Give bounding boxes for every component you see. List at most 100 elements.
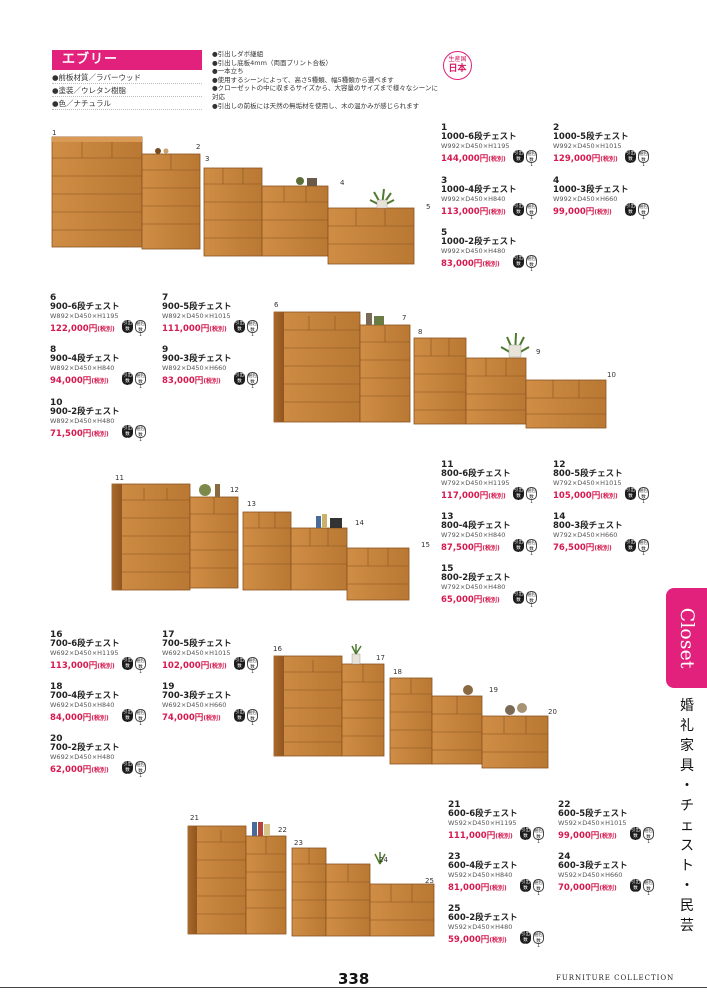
origin-country: 日本 bbox=[448, 64, 467, 74]
chest-photo-900-3 bbox=[465, 332, 530, 425]
feature-item: ●一本立ち bbox=[212, 67, 244, 76]
product-name: 800-4段チェスト bbox=[441, 521, 511, 531]
series-title: エブリー bbox=[52, 50, 202, 70]
chest-photo-700-4 bbox=[389, 677, 433, 765]
product-price: 99,000円(税別) bbox=[558, 831, 617, 841]
product-dimensions: W792×D450×H1195 bbox=[441, 479, 510, 487]
chest-photo-600-2 bbox=[369, 883, 435, 937]
product-8: 8 900-4段チェスト W892×D450×H840 94,000円(税別) … bbox=[50, 345, 162, 390]
photo-label-20: 20 bbox=[548, 708, 557, 716]
chest-photo-1000-3 bbox=[261, 177, 329, 257]
photo-label-21: 21 bbox=[190, 814, 199, 822]
product-dimensions: W792×D450×H1015 bbox=[553, 479, 622, 487]
product-price: 70,000円(税別) bbox=[558, 883, 617, 893]
product-7: 7 900-5段チェスト W892×D450×H1015 111,000円(税別… bbox=[162, 293, 274, 339]
product-number: 8 bbox=[50, 345, 57, 355]
product-price: 122,000円(税別) bbox=[50, 324, 115, 334]
product-number: 11 bbox=[441, 460, 454, 470]
product-1: 1 1000-6段チェスト W992×D450×H1195 144,000円(税… bbox=[441, 123, 553, 168]
product-price: 62,000円(税別) bbox=[50, 765, 109, 775]
photo-label-16: 16 bbox=[273, 645, 282, 653]
product-number: 5 bbox=[441, 228, 448, 238]
product-price: 59,000円(税別) bbox=[448, 935, 507, 945]
product-15: 15 800-2段チェスト W792×D450×H480 65,000円(税別)… bbox=[441, 564, 553, 609]
product-number: 3 bbox=[441, 176, 448, 186]
photo-label-4: 4 bbox=[340, 179, 345, 187]
chest-photo-800-5 bbox=[189, 484, 239, 589]
product-10: 10 900-2段チェスト W892×D450×H480 71,500円(税別)… bbox=[50, 398, 162, 444]
closet-tab[interactable]: Closet bbox=[666, 588, 707, 688]
product-dimensions: W792×D450×H480 bbox=[441, 583, 506, 591]
product-number: 10 bbox=[50, 398, 63, 408]
product-price: 99,000円(税別) bbox=[553, 207, 612, 217]
product-name: 900-3段チェスト bbox=[162, 354, 232, 364]
photo-label-22: 22 bbox=[278, 826, 287, 834]
product-2: 2 1000-5段チェスト W992×D450×H1015 129,000円(税… bbox=[553, 123, 665, 168]
product-dimensions: W892×D450×H1015 bbox=[162, 312, 231, 320]
product-number: 9 bbox=[162, 345, 169, 355]
footer-brand: FURNITURE COLLECTION bbox=[556, 974, 675, 982]
product-number: 23 bbox=[448, 852, 461, 862]
photo-label-11: 11 bbox=[115, 474, 124, 482]
product-dimensions: W592×D450×H1015 bbox=[558, 819, 627, 827]
chest-photo-800-2 bbox=[346, 547, 410, 601]
photo-label-15: 15 bbox=[421, 541, 430, 549]
photo-label-3: 3 bbox=[205, 155, 210, 163]
product-dimensions: W692×D450×H1195 bbox=[50, 649, 119, 657]
photo-label-24: 24 bbox=[379, 856, 388, 864]
product-number: 6 bbox=[50, 293, 57, 303]
feature-list: ●引出しダボ継組 ●引出し底板4mm（両面プリント合板） ●一本立ち ●使用する… bbox=[212, 50, 442, 110]
photo-label-13: 13 bbox=[247, 500, 256, 508]
chest-photo-800-4 bbox=[242, 511, 292, 591]
chest-photo-600-3 bbox=[325, 852, 386, 937]
photo-label-7: 7 bbox=[402, 314, 407, 322]
photo-label-12: 12 bbox=[230, 486, 239, 494]
photo-label-1: 1 bbox=[52, 129, 57, 137]
product-dimensions: W892×D450×H480 bbox=[50, 417, 115, 425]
page-number: 338 bbox=[338, 970, 370, 988]
product-dimensions: W592×D450×H840 bbox=[448, 871, 513, 879]
product-name: 700-5段チェスト bbox=[162, 639, 232, 649]
product-dimensions: W992×D450×H660 bbox=[553, 195, 618, 203]
product-name: 600-3段チェスト bbox=[558, 861, 628, 871]
photo-label-14: 14 bbox=[355, 519, 364, 527]
chest-photo-900-2 bbox=[525, 379, 607, 429]
product-dimensions: W692×D450×H840 bbox=[50, 701, 115, 709]
photo-label-6: 6 bbox=[274, 301, 279, 309]
feature-item: ●引出しダボ継組 bbox=[212, 50, 264, 58]
product-dimensions: W992×D450×H1015 bbox=[553, 142, 622, 150]
photo-label-8: 8 bbox=[418, 328, 423, 336]
product-price: 83,000円(税別) bbox=[162, 376, 221, 386]
product-dimensions: W792×D450×H660 bbox=[553, 531, 618, 539]
product-number: 14 bbox=[553, 512, 566, 522]
product-9: 9 900-3段チェスト W892×D450×H660 83,000円(税別) … bbox=[162, 345, 274, 391]
product-dimensions: W692×D450×H480 bbox=[50, 753, 115, 761]
product-21: 21 600-6段チェスト W592×D450×H1195 111,000円(税… bbox=[448, 800, 560, 845]
chest-photo-1000-2 bbox=[327, 188, 415, 265]
product-name: 1000-6段チェスト bbox=[441, 132, 517, 142]
product-dimensions: W992×D450×H840 bbox=[441, 195, 506, 203]
photo-label-2: 2 bbox=[196, 143, 201, 151]
product-16: 16 700-6段チェスト W692×D450×H1195 113,000円(税… bbox=[50, 630, 162, 675]
origin-label: 生産国 bbox=[448, 56, 467, 63]
product-name: 900-2段チェスト bbox=[50, 407, 120, 417]
footer-divider bbox=[0, 987, 707, 988]
product-price: 81,000円(税別) bbox=[448, 883, 507, 893]
chest-photo-900-5 bbox=[359, 313, 411, 423]
